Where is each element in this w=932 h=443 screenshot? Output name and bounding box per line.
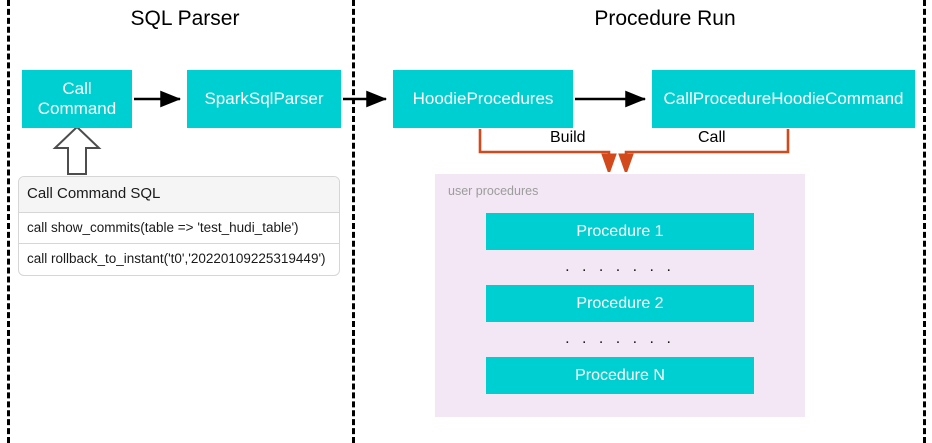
flow-build-connector [478,129,609,165]
separator-middle-dashed [352,0,355,443]
call-command-sql-table: Call Command SQL call show_commits(table… [18,176,340,276]
sql-table-row: call show_commits(table => 'test_hudi_ta… [19,213,339,245]
node-call-command-line1: Call [62,79,92,99]
edge-label-build: Build [546,129,590,147]
node-call-command-label: Call Command [38,79,116,118]
edge-label-call: Call [694,129,730,147]
section-title-sql-parser: SQL Parser [130,7,240,30]
node-call-procedure-hoodie-command[interactable]: CallProcedureHoodieCommand [652,70,915,128]
procedure-ellipsis-1: . . . . . . . [565,258,675,275]
node-call-command-line2: Command [37,99,117,118]
user-procedures-label: user procedures [448,184,539,198]
separator-right-dashed [923,0,926,443]
node-call-command[interactable]: Call Command [22,70,132,128]
node-hoodie-procedures[interactable]: HoodieProcedures [393,70,573,128]
section-title-procedure-run: Procedure Run [594,7,736,30]
procedure-item-1[interactable]: Procedure 1 [486,213,754,250]
sql-table-header: Call Command SQL [19,177,339,213]
node-spark-sql-parser[interactable]: SparkSqlParser [187,70,341,128]
procedure-ellipsis-2: . . . . . . . [565,330,675,347]
separator-left-dashed [7,0,10,443]
procedure-item-2[interactable]: Procedure 2 [486,285,754,322]
block-arrow-sql-to-call-command [52,125,102,175]
sql-table-row: call rollback_to_instant('t0','202201092… [27,251,326,267]
procedure-item-n[interactable]: Procedure N [486,357,754,394]
